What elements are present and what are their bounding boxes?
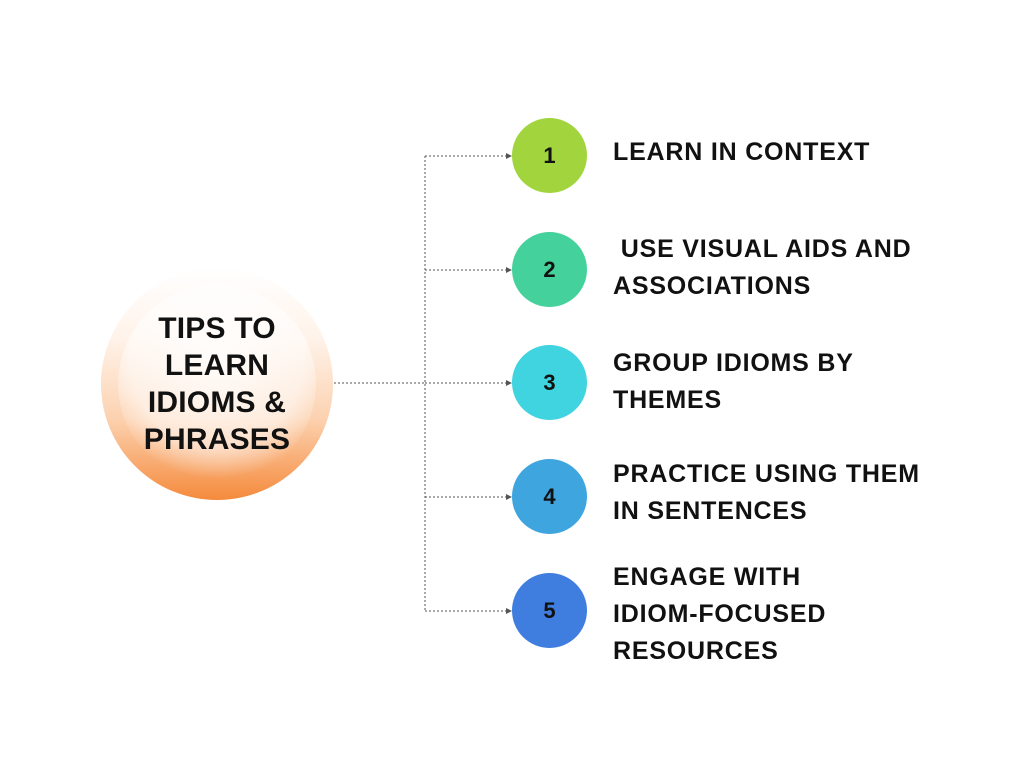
tip-label-5: ENGAGE WITH IDIOM-FOCUSED RESOURCES: [613, 563, 827, 665]
tip-number-3: 3: [543, 369, 556, 395]
tip-number-circle-3: 3: [512, 345, 587, 420]
tip-number-1: 1: [543, 142, 556, 168]
tip-number-circle-2: 2: [512, 232, 587, 307]
tip-number-circle-5: 5: [512, 573, 587, 648]
center-circle-inner: TIPS TO LEARN IDIOMS & PHRASES: [118, 285, 316, 483]
tip-number-circle-4: 4: [512, 459, 587, 534]
center-circle: TIPS TO LEARN IDIOMS & PHRASES: [101, 268, 333, 500]
tip-number-circle-1: 1: [512, 118, 587, 193]
tip-label-4: PRACTICE USING THEM IN SENTENCES: [613, 460, 920, 525]
tip-number-5: 5: [543, 597, 556, 623]
tip-label-3: GROUP IDIOMS BY THEMES: [613, 349, 854, 414]
tip-number-4: 4: [543, 483, 556, 509]
tip-label-1: LEARN IN CONTEXT: [613, 138, 871, 166]
tip-label-2: USE VISUAL AIDS AND ASSOCIATIONS: [613, 235, 919, 300]
tip-number-2: 2: [543, 256, 556, 282]
center-title: TIPS TO LEARN IDIOMS & PHRASES: [143, 312, 291, 456]
